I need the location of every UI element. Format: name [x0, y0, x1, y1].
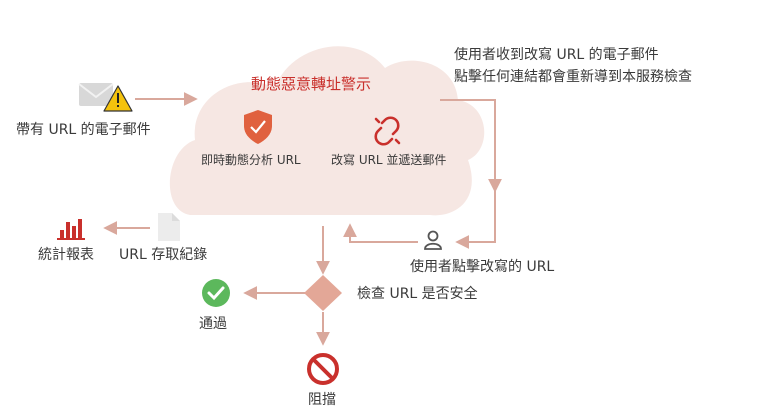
user-clicks-label: 使用者點擊改寫的 URL [410, 259, 555, 275]
access-log-label: URL 存取紀錄 [119, 247, 208, 263]
pass-label: 通過 [199, 316, 227, 332]
arrow-cloud-to-user-receives [440, 99, 502, 193]
feature-realtime-label: 即時動態分析 URL [201, 153, 301, 167]
stats-report-label: 統計報表 [38, 247, 94, 263]
check-url-label: 檢查 URL 是否安全 [357, 286, 478, 302]
bar-chart-icon [57, 219, 85, 240]
flow-arrows [103, 92, 502, 346]
user-receives-line2: 點擊任何連結都會重新導到本服務檢查 [454, 69, 692, 85]
arrow-to-user-clicks [455, 190, 496, 249]
block-label: 阻擋 [308, 392, 336, 408]
envelope-warning-icon [78, 83, 133, 112]
feature-rewrite-label: 改寫 URL 並遞送郵件 [331, 153, 447, 167]
arrow-user-clicks-to-cloud [343, 223, 418, 243]
document-icon [158, 213, 180, 241]
email-with-url-label: 帶有 URL 的電子郵件 [16, 122, 151, 138]
user-icon [424, 230, 442, 250]
shield-check-icon [244, 110, 272, 144]
check-circle-icon [202, 279, 230, 307]
cloud-shape [169, 46, 485, 216]
cloud-title: 動態惡意轉址警示 [251, 75, 372, 93]
broken-link-icon [374, 116, 401, 146]
check-diamond [304, 275, 342, 311]
prohibited-icon [307, 353, 339, 385]
user-receives-line1: 使用者收到改寫 URL 的電子郵件 [454, 47, 659, 63]
